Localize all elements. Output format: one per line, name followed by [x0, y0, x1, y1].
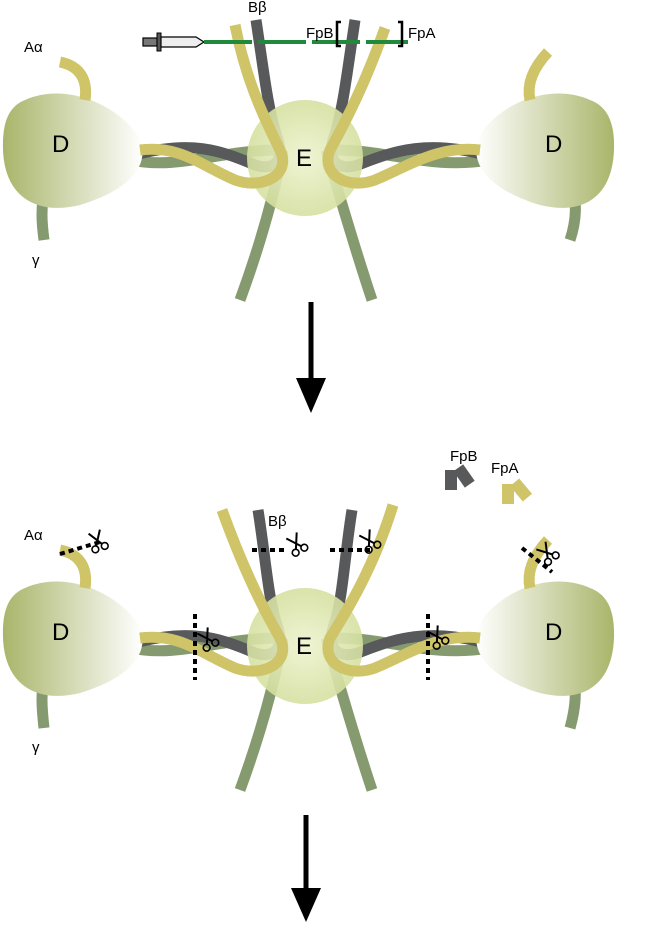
alpha-chain-left-tail [58, 56, 92, 101]
alpha-chain-right [322, 26, 481, 189]
arrow-down-icon-1 [296, 302, 326, 413]
alpha-chains [58, 23, 553, 189]
cleavage-marks [59, 540, 554, 680]
label-gamma-top: γ [32, 252, 40, 269]
alpha-chain-right-bottom [322, 503, 481, 677]
alpha-chain-left-tail-bottom [58, 544, 92, 589]
label-e-top: E [296, 145, 312, 172]
d-domain-right-bottom [476, 581, 615, 696]
alpha-chain-left [139, 23, 289, 189]
label-b-beta-top: Bβ [248, 0, 267, 16]
label-d-right-bottom: D [545, 619, 562, 646]
alpha-chain-left-bottom [139, 508, 289, 677]
label-a-alpha-top: Aα [24, 39, 43, 56]
label-fpa-top: FpA [408, 25, 436, 42]
e-domain-bottom [247, 588, 363, 704]
sword-icon [142, 32, 206, 52]
label-gamma-bottom: γ [32, 739, 40, 756]
label-e-bottom: E [296, 633, 312, 660]
scissors-icon-b-beta-left [283, 530, 310, 559]
d-domain-left [2, 93, 143, 208]
e-domain [247, 100, 363, 216]
fpb-fragment [445, 464, 475, 490]
label-d-right-top: D [545, 131, 562, 158]
label-d-left-bottom: D [52, 619, 69, 646]
label-fpa-bottom: FpA [491, 460, 519, 477]
label-b-beta-bottom: Bβ [268, 513, 287, 530]
scissors-icon-a-alpha-left [85, 527, 111, 555]
label-a-alpha-bottom: Aα [24, 527, 43, 544]
arrow-down-icon-2 [291, 815, 321, 922]
d-domain-right [476, 93, 615, 208]
label-fpb-bottom: FpB [450, 448, 478, 465]
panel-bottom: Aα Bβ FpB FpA γ D D E [2, 448, 615, 792]
panel-top: Aα Bβ FpB FpA γ D D E [2, 0, 615, 302]
fpb-bracket [335, 20, 404, 48]
fpa-fragment [502, 478, 533, 504]
d-domain-left-bottom [2, 581, 143, 696]
alpha-chain-right-tail [523, 48, 553, 102]
label-d-left-top: D [52, 131, 69, 158]
label-fpb-top: FpB [306, 25, 334, 42]
